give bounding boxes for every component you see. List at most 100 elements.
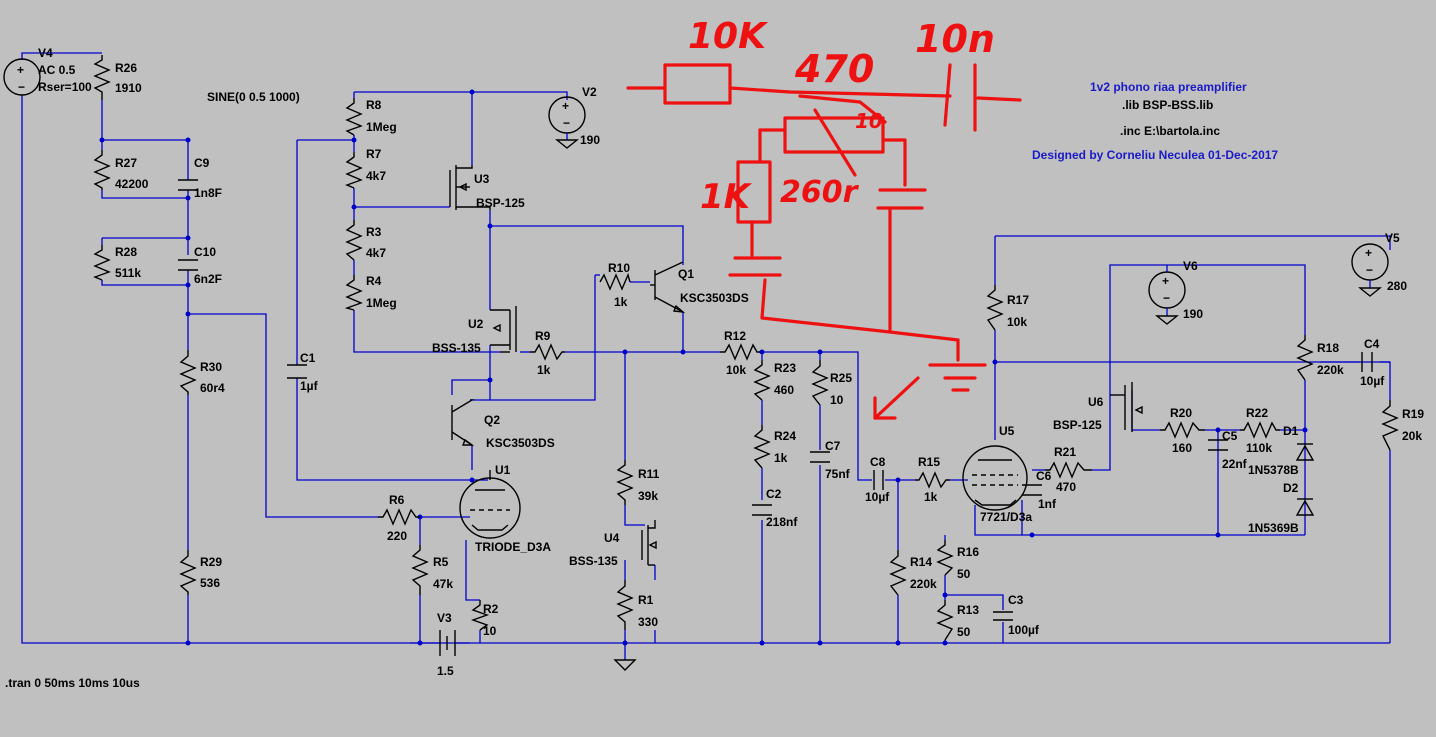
r23-name: R23 bbox=[774, 361, 796, 375]
r26-value: 1910 bbox=[115, 81, 142, 95]
r26-name: R26 bbox=[115, 61, 137, 75]
r15-value: 1k bbox=[924, 490, 938, 504]
r20-name: R20 bbox=[1170, 406, 1192, 420]
r10-value: 1k bbox=[614, 295, 628, 309]
c4-value: 10µf bbox=[1360, 374, 1385, 388]
r30-value: 60r4 bbox=[200, 381, 225, 395]
r2-name: R2 bbox=[483, 602, 499, 616]
r6-name: R6 bbox=[389, 493, 405, 507]
resistor-symbols bbox=[93, 55, 1399, 641]
r28-value: 511k bbox=[115, 266, 141, 280]
svg-text:+: + bbox=[1365, 246, 1372, 260]
c6-name: C6 bbox=[1036, 469, 1052, 483]
r1-value: 330 bbox=[638, 615, 658, 629]
v4-name: V4 bbox=[38, 46, 53, 60]
c9-value: 1n8F bbox=[194, 186, 222, 200]
r3-name: R3 bbox=[366, 225, 382, 239]
d2-value: 1N5369B bbox=[1248, 521, 1299, 535]
c2-name: C2 bbox=[766, 487, 782, 501]
r30-name: R30 bbox=[200, 360, 222, 374]
sine-directive: SINE(0 0.5 1000) bbox=[207, 90, 300, 104]
r16-value: 50 bbox=[957, 567, 971, 581]
r27-name: R27 bbox=[115, 156, 137, 170]
c8-name: C8 bbox=[870, 455, 886, 469]
q1-name: Q1 bbox=[678, 267, 694, 281]
r8-name: R8 bbox=[366, 98, 382, 112]
c10-value: 6n2F bbox=[194, 272, 222, 286]
v4-ac: AC 0.5 bbox=[38, 63, 76, 77]
d2-name: D2 bbox=[1283, 481, 1299, 495]
r7-name: R7 bbox=[366, 147, 382, 161]
svg-text:−: − bbox=[1163, 291, 1170, 305]
v3-name: V3 bbox=[437, 611, 452, 625]
hand-note-1k: 1K bbox=[700, 177, 753, 217]
r7-value: 4k7 bbox=[366, 169, 386, 183]
u2-value: BSS-135 bbox=[432, 341, 481, 355]
hand-note-10k: 10K bbox=[688, 16, 769, 57]
r11-name: R11 bbox=[638, 467, 660, 481]
v5-value: 280 bbox=[1387, 279, 1407, 293]
inc-note: .inc E:\bartola.inc bbox=[1120, 124, 1220, 138]
r8-value: 1Meg bbox=[366, 120, 397, 134]
r18-value: 220k bbox=[1317, 363, 1344, 377]
c3-value: 100µf bbox=[1008, 623, 1040, 637]
c6-value: 1nf bbox=[1038, 497, 1057, 511]
r16-name: R16 bbox=[957, 545, 979, 559]
r9-value: 1k bbox=[537, 363, 551, 377]
v3-value: 1.5 bbox=[437, 664, 454, 678]
v6-name: V6 bbox=[1183, 259, 1198, 273]
hand-note-10: 10 bbox=[855, 109, 883, 133]
c1-value: 1µf bbox=[300, 379, 319, 393]
r18-name: R18 bbox=[1317, 341, 1339, 355]
u4-name: U4 bbox=[604, 531, 620, 545]
svg-text:+: + bbox=[562, 99, 569, 113]
c8-value: 10µf bbox=[865, 490, 890, 504]
svg-text:−: − bbox=[1366, 263, 1373, 277]
r4-name: R4 bbox=[366, 274, 382, 288]
r11-value: 39k bbox=[638, 489, 658, 503]
svg-text:−: − bbox=[18, 80, 25, 94]
u1-value: TRIODE_D3A bbox=[475, 540, 551, 554]
r10-name: R10 bbox=[608, 261, 630, 275]
u1-name: U1 bbox=[495, 463, 511, 477]
r3-value: 4k7 bbox=[366, 246, 386, 260]
svg-text:+: + bbox=[17, 63, 24, 77]
r13-value: 50 bbox=[957, 625, 971, 639]
r24-name: R24 bbox=[774, 429, 796, 443]
c4-name: C4 bbox=[1364, 337, 1380, 351]
r4-value: 1Meg bbox=[366, 296, 397, 310]
u4-value: BSS-135 bbox=[569, 554, 618, 568]
tube-symbols bbox=[459, 445, 1028, 539]
c9-name: C9 bbox=[194, 156, 210, 170]
r25-value: 10 bbox=[830, 393, 844, 407]
c7-name: C7 bbox=[825, 439, 841, 453]
c3-name: C3 bbox=[1008, 593, 1024, 607]
r21-value: 470 bbox=[1056, 480, 1076, 494]
r17-name: R17 bbox=[1007, 293, 1029, 307]
svg-text:−: − bbox=[563, 116, 570, 130]
voltage-source-symbols: +− +− +− +− bbox=[3, 58, 1389, 671]
c5-name: C5 bbox=[1222, 429, 1238, 443]
c2-value: 218nf bbox=[766, 515, 798, 529]
lib-note: .lib BSP-BSS.lib bbox=[1122, 98, 1213, 112]
q2-value: KSC3503DS bbox=[486, 436, 555, 450]
v2-value: 190 bbox=[580, 133, 600, 147]
d1-name: D1 bbox=[1283, 424, 1299, 438]
u5-value: 7721/D3a bbox=[980, 510, 1032, 524]
r21-name: R21 bbox=[1054, 445, 1076, 459]
q2-name: Q2 bbox=[484, 413, 500, 427]
r22-value: 110k bbox=[1246, 441, 1272, 455]
junctions bbox=[99, 89, 1308, 646]
title-note: 1v2 phono riaa preamplifier bbox=[1090, 80, 1247, 94]
r29-value: 536 bbox=[200, 576, 220, 590]
r25-name: R25 bbox=[830, 371, 852, 385]
u5-name: U5 bbox=[999, 424, 1015, 438]
tran-directive: .tran 0 50ms 10ms 10us bbox=[5, 676, 140, 690]
v6-value: 190 bbox=[1183, 307, 1203, 321]
r9-name: R9 bbox=[535, 329, 551, 343]
c7-value: 75nf bbox=[825, 467, 851, 481]
r14-name: R14 bbox=[910, 555, 932, 569]
v5-name: V5 bbox=[1385, 231, 1400, 245]
r5-name: R5 bbox=[433, 555, 449, 569]
